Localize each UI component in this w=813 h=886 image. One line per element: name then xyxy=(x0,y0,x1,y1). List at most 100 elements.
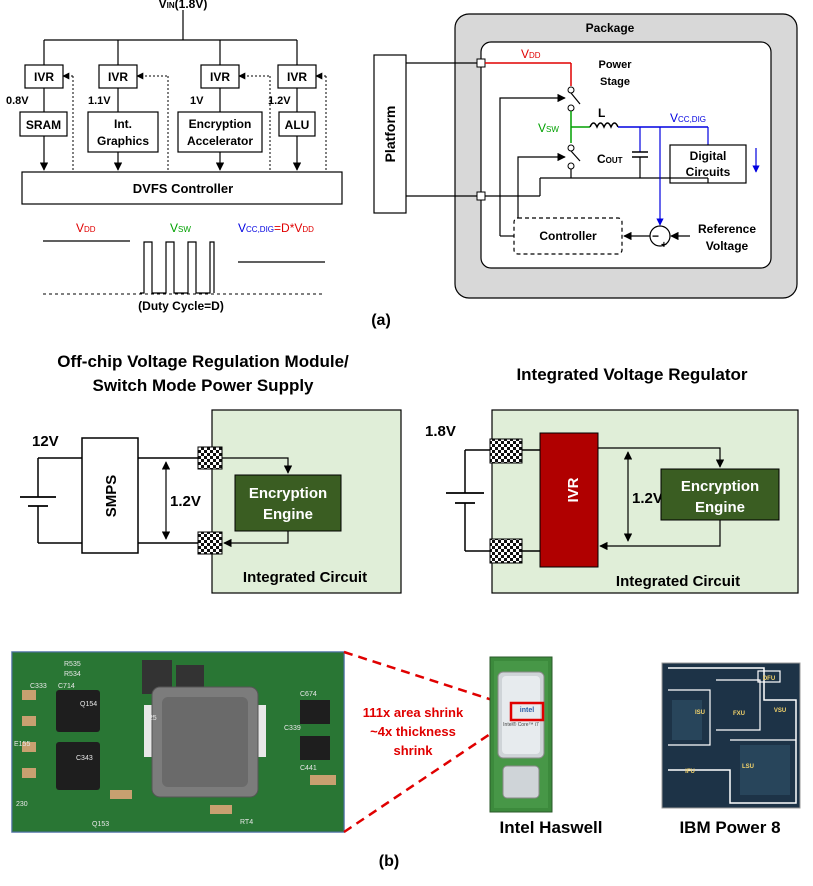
pcb-label: R535 xyxy=(64,661,81,668)
pcb-label: E155 xyxy=(14,741,30,748)
ivr-label: IVR xyxy=(108,70,128,84)
package-vdd-label: VDD xyxy=(521,47,541,61)
ivr-block-1: IVR 0.8V SRAM xyxy=(6,64,74,172)
ivr-array-diagram: VIN(1.8V) IVR 0.8V SRAM IVR 1.1V Int. G xyxy=(6,0,343,205)
intel-haswell-label: Intel Haswell xyxy=(500,818,603,837)
shrink-line1: 111x area shrink xyxy=(363,705,464,720)
onchip-source-voltage: 1.8V xyxy=(425,423,456,440)
graphics-block-line1: Int. xyxy=(114,117,132,131)
ivr-block: IVR xyxy=(565,477,582,502)
caption-a: (a) xyxy=(371,312,391,329)
shrink-line2: ~4x thickness xyxy=(370,724,456,739)
ivr-voltage: 1.2V xyxy=(268,95,291,107)
waveform-vsw-label: VSW xyxy=(170,221,191,235)
power-stage-line2: Stage xyxy=(600,76,630,88)
onchip-rail-voltage: 1.2V xyxy=(632,490,663,507)
onchip-pad-bottom xyxy=(489,538,523,564)
offchip-title-line1: Off-chip Voltage Regulation Module/ xyxy=(57,352,349,371)
offchip-engine-line2: Engine xyxy=(263,506,313,523)
ivr-label: IVR xyxy=(210,70,230,84)
ivr-block-3: IVR 1V Encryption Accelerator xyxy=(177,64,271,172)
pcb-label: Q154 xyxy=(80,701,97,708)
pcb-label: C714 xyxy=(58,683,75,690)
controller-block: Controller xyxy=(539,229,597,243)
graphics-block-line2: Graphics xyxy=(97,134,149,148)
inductor-label: L xyxy=(598,106,605,120)
intel-logo: intel xyxy=(520,707,534,714)
waveform-vdd-label: VDD xyxy=(76,221,96,235)
package-vccdig-label: VCC,DIG xyxy=(670,111,706,125)
offchip-schematic: Integrated Circuit 12V SMPS 1.2V Encrypt… xyxy=(20,409,402,594)
cout-label: COUT xyxy=(597,152,623,166)
offchip-engine-line1: Encryption xyxy=(249,485,327,502)
onchip-engine-line1: Encryption xyxy=(681,478,759,495)
accelerator-block-line2: Accelerator xyxy=(187,134,253,148)
power8-unit-label: LSU xyxy=(742,764,754,770)
inductor xyxy=(589,122,619,129)
onchip-engine-line2: Engine xyxy=(695,499,745,516)
shrink-line3: shrink xyxy=(393,743,433,758)
intel-die-marking: Intel® Core™ i7 xyxy=(503,721,539,728)
caption-b: (b) xyxy=(379,853,399,870)
intel-haswell-photo: intel Intel® Core™ i7 xyxy=(489,656,553,813)
pcb-label: R534 xyxy=(64,671,81,678)
ivr-voltage: 0.8V xyxy=(6,95,29,107)
alu-block: ALU xyxy=(285,118,310,132)
offchip-pad-top xyxy=(197,446,223,470)
package-vsw-label: VSW xyxy=(538,121,559,135)
ivr-highlight-box xyxy=(509,701,545,722)
offchip-pad-bottom xyxy=(197,531,223,555)
ivr-voltage: 1V xyxy=(190,95,204,107)
vrm-pcb-photo: R535 R534 C333 C714 Q154 C343 E155 L25 C… xyxy=(11,651,345,833)
power8-unit-label: FXU xyxy=(733,711,745,717)
zoom-line-bottom xyxy=(343,718,512,834)
pcb-label: C674 xyxy=(300,691,317,698)
offchip-rail-voltage: 1.2V xyxy=(170,493,201,510)
duty-cycle-waveform: VDD VSW VCC,DIG=D*VDD (Duty Cycle=D) xyxy=(43,221,325,313)
pcb-label: C339 xyxy=(284,725,301,732)
ivr-block-4: IVR 1.2V ALU xyxy=(268,64,327,172)
reference-voltage-line1: Reference xyxy=(698,222,756,236)
waveform-vcc-label: VCC,DIG=D*VDD xyxy=(238,221,314,235)
digital-circuits-line1: Digital xyxy=(690,149,727,163)
ivr-voltage: 1.1V xyxy=(88,95,111,107)
zoom-line-top xyxy=(343,650,512,708)
onchip-title: Integrated Voltage Regulator xyxy=(516,365,747,384)
ivr-block-2: IVR 1.1V Int. Graphics xyxy=(87,64,169,172)
onchip-pad-top xyxy=(489,438,523,464)
pcb-label: Q153 xyxy=(92,821,109,828)
minus-sign: − xyxy=(652,229,659,243)
power8-unit-label: ISU xyxy=(695,710,705,716)
vin-label: VIN(1.8V) xyxy=(159,0,208,11)
pcb-label: 230 xyxy=(16,801,28,808)
ibm-power8-die: DFU ISU FXU VSU IFU LSU xyxy=(661,662,801,809)
reference-voltage-line2: Voltage xyxy=(706,239,749,253)
power-stage-line1: Power xyxy=(598,59,632,71)
pcb-label: C333 xyxy=(30,683,47,690)
offchip-source-voltage: 12V xyxy=(32,433,59,450)
onchip-ic-label: Integrated Circuit xyxy=(616,573,740,590)
smps-block: SMPS xyxy=(103,475,120,518)
sram-block: SRAM xyxy=(26,118,61,132)
onchip-schematic: Integrated Circuit 1.8V IVR 1.2V Encrypt… xyxy=(425,409,799,594)
plus-sign: + xyxy=(661,240,667,251)
pcb-label: RT4 xyxy=(240,819,253,826)
ivr-label: IVR xyxy=(34,70,54,84)
package-label: Package xyxy=(586,21,635,35)
dvfs-controller: DVFS Controller xyxy=(133,181,233,196)
pcb-label: C441 xyxy=(300,765,317,772)
offchip-ic-label: Integrated Circuit xyxy=(243,569,367,586)
ivr-label: IVR xyxy=(287,70,307,84)
power8-unit-label: VSU xyxy=(774,708,786,714)
accelerator-block-line1: Encryption xyxy=(189,117,252,131)
platform-label: Platform xyxy=(382,106,398,163)
power8-unit-label: IFU xyxy=(685,769,695,775)
pcb-label: L25 xyxy=(145,715,157,722)
digital-circuits-line2: Circuits xyxy=(686,165,731,179)
duty-cycle-label: (Duty Cycle=D) xyxy=(138,299,224,313)
power8-unit-label: DFU xyxy=(763,676,775,682)
offchip-title-line2: Switch Mode Power Supply xyxy=(92,376,314,395)
pcb-label: C343 xyxy=(76,755,93,762)
